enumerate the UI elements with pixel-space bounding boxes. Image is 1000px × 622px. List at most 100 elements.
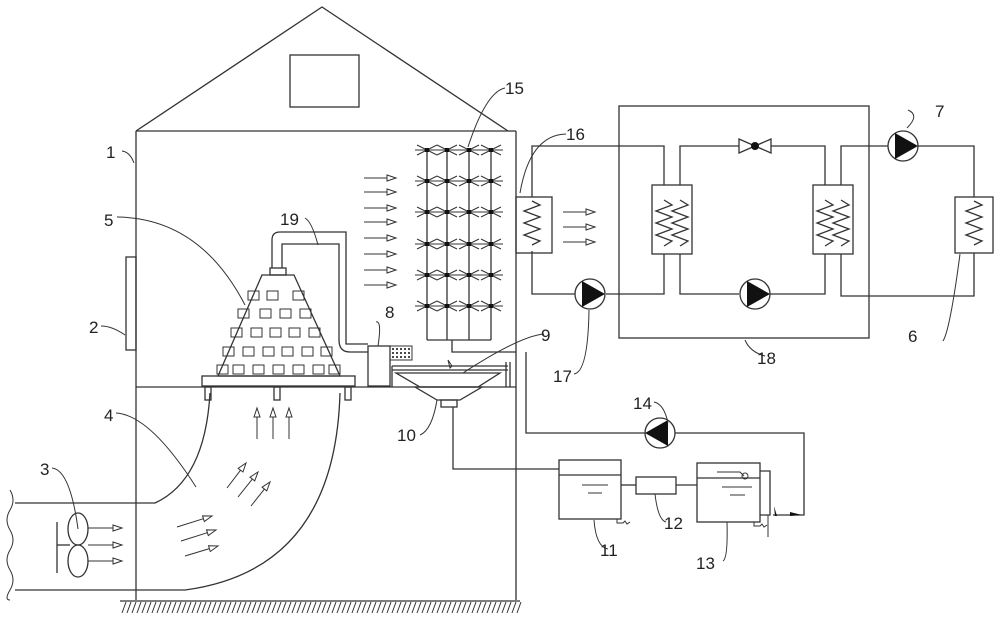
hatch-stroke <box>301 601 307 614</box>
hatch-stroke <box>121 601 127 614</box>
plant-node <box>489 179 493 183</box>
plant-cultivation-rack <box>415 144 516 353</box>
hatch-stroke <box>306 601 312 614</box>
hatch-stroke <box>206 601 212 614</box>
airflow-arrow <box>88 541 124 549</box>
plant-node <box>467 179 471 183</box>
arrow-head <box>386 218 398 226</box>
panel-button <box>392 348 394 350</box>
plant-node <box>489 242 493 246</box>
hatch-stroke <box>191 601 197 614</box>
ground-hatching <box>121 601 522 614</box>
hatch-stroke <box>136 601 142 614</box>
indoor-loop <box>515 145 665 295</box>
label-7: 7 <box>935 102 944 121</box>
cone-vent-hole <box>292 290 305 301</box>
cone-vent-hole <box>232 364 245 375</box>
cone-vent-hole <box>281 346 294 357</box>
arrow-shaft <box>226 469 241 489</box>
hatch-stroke <box>326 601 332 614</box>
airflow-arrow <box>563 208 597 216</box>
hatch-stroke <box>246 601 252 614</box>
airflow-arrow <box>269 406 277 439</box>
arrow-head <box>253 406 261 418</box>
hatch-stroke <box>501 601 507 614</box>
cone-vent-hole <box>299 308 312 319</box>
label-10: 10 <box>397 426 416 445</box>
arrow-shaft <box>250 488 265 507</box>
base-platform <box>201 375 356 387</box>
plant-node <box>445 304 449 308</box>
second-water-tank <box>696 462 761 523</box>
airflow-arrow <box>250 480 271 507</box>
hatch-stroke <box>496 601 502 614</box>
label-6: 6 <box>908 327 917 346</box>
label-2: 2 <box>89 318 98 337</box>
cone-vent-hole <box>292 364 305 375</box>
hatch-stroke <box>311 601 317 614</box>
hatch-stroke <box>416 601 422 614</box>
side-wall-panel <box>125 256 137 351</box>
hatch-stroke <box>396 601 402 614</box>
hatch-stroke <box>516 601 522 614</box>
plant-node <box>445 273 449 277</box>
leg <box>273 386 281 401</box>
outdoor-loop <box>840 145 994 297</box>
arrow-head <box>386 174 398 182</box>
hatch-stroke <box>451 601 457 614</box>
panel-button <box>404 348 406 350</box>
airflow-arrow <box>364 218 398 226</box>
hatch-stroke <box>126 601 132 614</box>
cone-vent-hole <box>328 364 341 375</box>
panel-button <box>400 348 402 350</box>
perforated-cone-diffuser <box>201 231 368 401</box>
plant-node <box>467 304 471 308</box>
return-pipe <box>667 432 805 516</box>
arrow-head <box>386 266 398 274</box>
hatch-stroke <box>471 601 477 614</box>
hatch-stroke <box>161 601 167 614</box>
leg <box>204 386 212 401</box>
label-14: 14 <box>633 394 652 413</box>
hatch-stroke <box>276 601 282 614</box>
label-15: 15 <box>505 79 524 98</box>
collection-tray <box>391 359 511 388</box>
funnel-drain <box>412 386 485 408</box>
panel-button <box>396 352 398 354</box>
hatch-stroke <box>166 601 172 614</box>
label-9: 9 <box>541 326 550 345</box>
cone-vent-hole <box>288 327 301 338</box>
cone-vent-hole <box>320 346 333 357</box>
hatch-stroke <box>211 601 217 614</box>
part-labels: 1 2 3 4 5 6 7 8 9 10 11 12 13 14 15 16 1… <box>40 79 944 573</box>
arrow-head <box>249 470 259 482</box>
plant-node <box>489 273 493 277</box>
plant-node <box>445 148 449 152</box>
label-1: 1 <box>106 143 115 162</box>
hatch-stroke <box>436 601 442 614</box>
airflow-arrow <box>253 406 261 439</box>
airflow-arrow <box>364 281 398 289</box>
cone-vent-hole <box>230 327 243 338</box>
plant-node <box>445 242 449 246</box>
arrow-head <box>207 545 220 553</box>
arrow-head <box>112 541 124 549</box>
cone-vent-hole <box>308 327 321 338</box>
panel-button <box>408 356 410 358</box>
label-19: 19 <box>280 210 299 229</box>
plant-node <box>425 242 429 246</box>
hatch-stroke <box>221 601 227 614</box>
hatch-stroke <box>456 601 462 614</box>
panel-button <box>408 348 410 350</box>
panel-button <box>400 356 402 358</box>
label-16: 16 <box>566 125 585 144</box>
plant-node <box>467 242 471 246</box>
cone-vent-hole <box>312 364 325 375</box>
airflow-arrow <box>184 545 220 557</box>
label-5: 5 <box>104 211 113 230</box>
airflow-arrow <box>226 461 247 489</box>
compressor-pump <box>739 278 771 310</box>
hatch-stroke <box>231 601 237 614</box>
hatch-stroke <box>156 601 162 614</box>
hatch-stroke <box>131 601 137 614</box>
